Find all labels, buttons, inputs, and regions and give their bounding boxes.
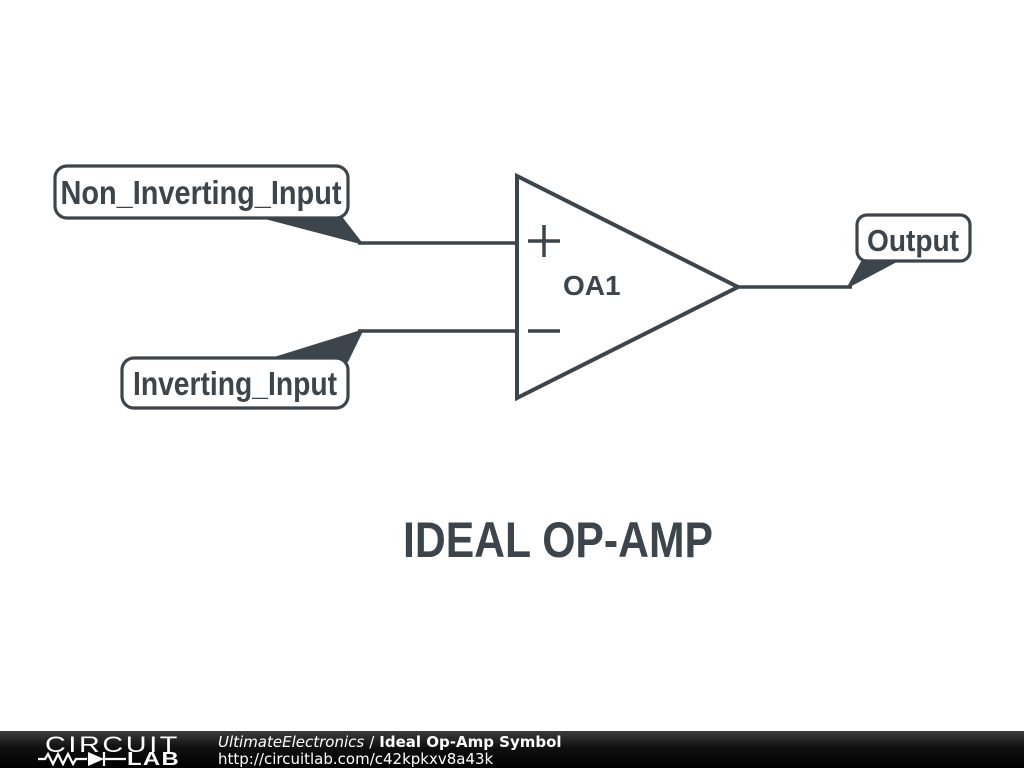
resistor-icon <box>38 751 87 767</box>
inverting-label: Inverting_Input <box>133 365 337 402</box>
non-inverting-flag-tail <box>246 214 364 245</box>
opamp-designator: OA1 <box>563 270 621 301</box>
schematic-url: http://circuitlab.com/c42kpkxv8a43k <box>218 750 494 768</box>
breadcrumb: UltimateElectronics/Ideal Op-Amp Symbol <box>218 734 562 751</box>
inverting-flag-tail <box>258 329 364 362</box>
schematic-title: Ideal Op-Amp Symbol <box>379 733 562 751</box>
diode-icon <box>88 752 126 766</box>
breadcrumb-separator: / <box>369 733 375 751</box>
logo-lab-text: LAB <box>127 749 180 768</box>
output-flag-tail <box>846 256 908 289</box>
footer-meta: UltimateElectronics/Ideal Op-Amp Symbol … <box>218 734 562 768</box>
schematic-caption: IDEAL OP-AMP <box>403 512 713 568</box>
circuitlab-logo: CIRCUIT LAB <box>38 732 180 768</box>
output-label: Output <box>867 223 959 258</box>
author-name: UltimateElectronics <box>218 733 365 751</box>
non-inverting-label: Non_Inverting_Input <box>61 174 342 211</box>
inverting-label-box <box>120 356 350 410</box>
schematic-canvas: OA1 Non_Inverting_Input Inverting_Input … <box>53 164 972 568</box>
opamp-triangle <box>515 172 743 402</box>
plus-icon <box>528 225 560 257</box>
opamp-schematic: OA1 Non_Inverting_Input Inverting_Input … <box>53 164 972 568</box>
non-inverting-label-box <box>53 164 350 220</box>
logo-circuit-text: CIRCUIT <box>45 732 180 757</box>
footer-bar: CIRCUIT LAB UltimateElectronics/Ideal Op… <box>0 731 1024 768</box>
output-label-box <box>855 213 972 263</box>
